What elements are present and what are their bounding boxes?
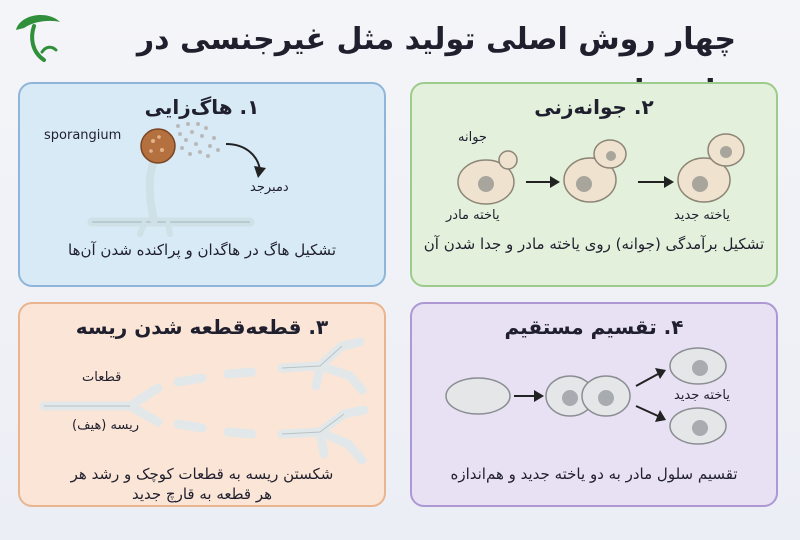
sporangium-illustration <box>87 122 266 237</box>
panel-title: ۲. جوانه‌زنی <box>534 95 654 119</box>
arrow-icon <box>550 176 560 188</box>
fragmentation-illustration <box>39 337 369 465</box>
panel-sporulation: ۱. هاگ‌زایی <box>18 82 386 287</box>
spores-icon <box>176 122 220 158</box>
label-wind: دمبرجد <box>250 180 289 195</box>
label-sporangium: sporangium <box>44 128 122 143</box>
panel-title: ۳. قطعه‌قطعه شدن ریسه <box>75 315 329 339</box>
panel-title: ۴. تقسیم مستقیم <box>504 315 684 339</box>
panel-caption-line-1: شکستن ریسه به قطعات کوچک و رشد هر <box>70 465 334 483</box>
panel-budding: ۲. جوانه‌زنی جوانه یاخته مادر یاخته جد <box>410 82 778 287</box>
panel-fragmentation: ۳. قطعه‌قطعه شدن ریسه <box>18 302 386 507</box>
arrow-icon <box>254 166 266 178</box>
arrow-icon <box>655 410 666 422</box>
panel-caption-line-2: هر قطعه به قارچ جدید <box>131 485 273 503</box>
fission-illustration <box>445 347 727 445</box>
label-bud: جوانه <box>458 130 487 145</box>
label-new-cell: یاخته جدید <box>674 388 730 403</box>
label-fragments: قطعات <box>82 370 122 385</box>
panel-caption: تقسیم سلول مادر به دو یاخته جدید و هم‌ان… <box>450 465 738 483</box>
label-mother-cell: یاخته مادر <box>446 208 500 223</box>
panel-caption: تشکیل برآمدگی (جوانه) روی یاخته مادر و ج… <box>423 235 765 253</box>
arrow-icon <box>534 390 544 402</box>
label-new-cell: یاخته جدید <box>674 208 730 223</box>
panel-binary-fission: ۴. تقسیم مستقیم یاخته جدید تقسیم سلول ما… <box>410 302 778 507</box>
panel-title: ۱. هاگ‌زایی <box>144 95 260 119</box>
panel-caption: تشکیل هاگ در هاگدان و پراکنده شدن آن‌ها <box>68 241 336 259</box>
arrow-icon <box>655 368 666 379</box>
arrow-icon <box>664 176 674 188</box>
budding-illustration <box>457 133 745 205</box>
label-hypha: ریسه (هیف) <box>72 418 139 433</box>
page-title: چهار روش اصلی تولید مثل غیرجنسی در قارچ‌… <box>136 22 736 109</box>
mushroom-logo-icon <box>16 15 60 62</box>
